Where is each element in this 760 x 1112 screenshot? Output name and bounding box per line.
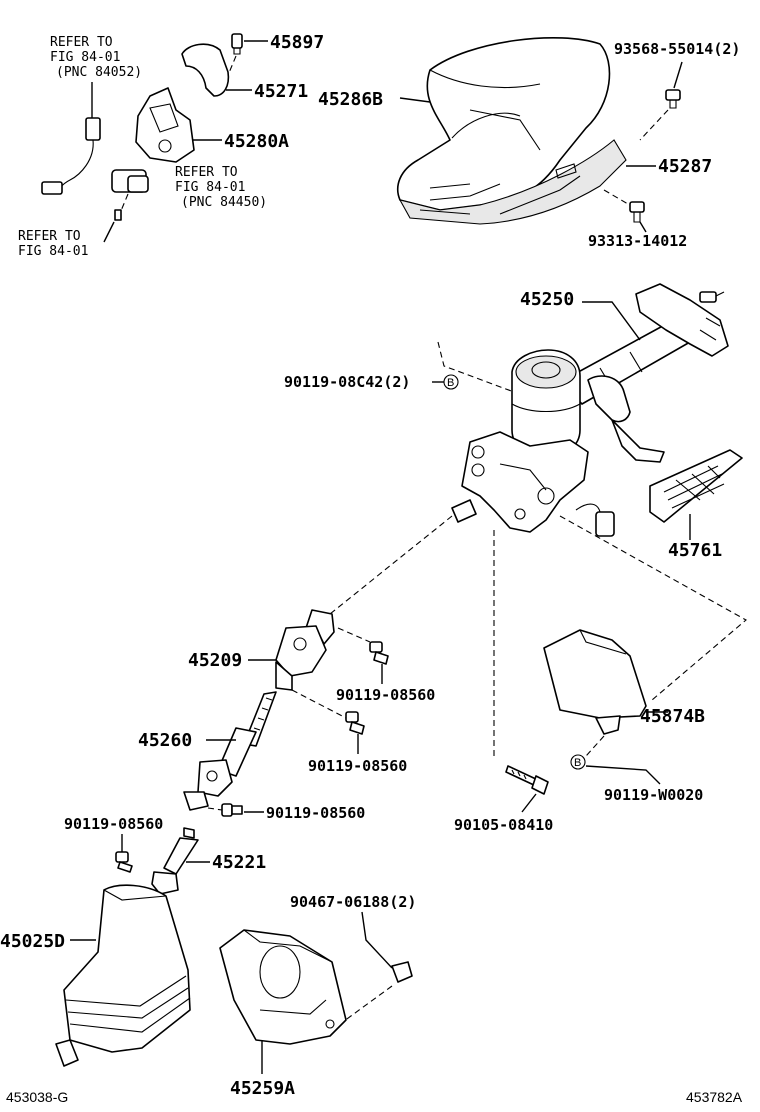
bolt-90119-b-drawing	[291, 689, 365, 754]
clamp-45271-drawing	[181, 43, 252, 97]
switch-45280A-drawing	[135, 87, 222, 163]
bolt-90119-c-drawing	[207, 803, 264, 817]
screw-93568-drawing	[639, 61, 683, 141]
label-45897: 45897	[270, 32, 324, 53]
bolt-90105-drawing	[505, 765, 549, 813]
label-45209: 45209	[188, 650, 242, 671]
plate-45761-drawing	[649, 449, 743, 540]
label-45286B: 45286B	[318, 89, 383, 110]
dash-cover-45874B	[559, 515, 747, 701]
ref-top-line1: REFER TO	[50, 35, 113, 50]
screw-93313-drawing	[603, 189, 647, 233]
marker-b-upper	[443, 374, 459, 390]
ref-top-line3: (PNC 84052)	[56, 65, 142, 80]
label-93568: 93568-55014(2)	[614, 40, 740, 58]
ref-mid-line1: REFER TO	[175, 165, 238, 180]
label-90119-a: 90119-08560	[336, 686, 435, 704]
label-45259A: 45259A	[230, 1078, 295, 1099]
label-45874B: 45874B	[640, 706, 705, 727]
bolt-90119-a-drawing	[337, 627, 389, 684]
label-90119-W0020: 90119-W0020	[604, 786, 703, 804]
label-93313: 93313-14012	[588, 232, 687, 250]
marker-b-lower-label: B	[574, 757, 581, 769]
ujoint-45209-drawing	[248, 609, 335, 691]
label-90119-08C42: 90119-08C42(2)	[284, 373, 410, 391]
label-45271: 45271	[254, 81, 308, 102]
corner-code-right: 453782A	[686, 1089, 743, 1105]
bolt-90119-d-drawing	[115, 834, 133, 873]
sensor-connector-drawing	[103, 169, 149, 243]
marker-b-lower	[570, 754, 586, 770]
shaft-45260-drawing	[183, 691, 277, 811]
shaft-45221-drawing	[151, 827, 210, 895]
steering-column-45250-drawing	[451, 283, 729, 537]
ref-bot-line1: REFER TO	[18, 229, 81, 244]
label-45761: 45761	[668, 540, 722, 561]
ref-mid-line3: (PNC 84450)	[181, 195, 267, 210]
label-45221: 45221	[212, 852, 266, 873]
label-90105: 90105-08410	[454, 816, 553, 834]
wire-connector-drawing	[41, 82, 101, 195]
label-90467: 90467-06188(2)	[290, 893, 416, 911]
label-45280A: 45280A	[224, 131, 289, 152]
boot-45025D-drawing	[55, 884, 191, 1067]
ref-mid-line2: FIG 84-01	[175, 180, 245, 195]
label-90119-d: 90119-08560	[64, 815, 163, 833]
ref-top-line2: FIG 84-01	[50, 50, 120, 65]
bolt-90119-W0020-callout: B	[570, 735, 661, 785]
label-45025D: 45025D	[0, 931, 65, 952]
label-45287: 45287	[658, 156, 712, 177]
marker-b-upper-label: B	[447, 377, 454, 389]
corner-code-left: 453038-G	[6, 1089, 68, 1105]
label-90119-c: 90119-08560	[266, 804, 365, 822]
clip-90467-drawing	[339, 911, 413, 1025]
bolt-90119-08C42-callout: B	[432, 341, 515, 393]
label-45250: 45250	[520, 289, 574, 310]
cover-45259A-drawing	[219, 929, 347, 1074]
ref-bot-line2: FIG 84-01	[18, 244, 88, 259]
label-90119-b: 90119-08560	[308, 757, 407, 775]
dash-shaft-axis	[329, 515, 453, 615]
column-cover-45286B-drawing	[396, 36, 627, 225]
reference-notes: REFER TO FIG 84-01 (PNC 84052) REFER TO …	[18, 35, 267, 259]
cover-45874B-drawing	[543, 629, 668, 735]
label-45260: 45260	[138, 730, 192, 751]
screw-45897-drawing	[225, 33, 268, 81]
